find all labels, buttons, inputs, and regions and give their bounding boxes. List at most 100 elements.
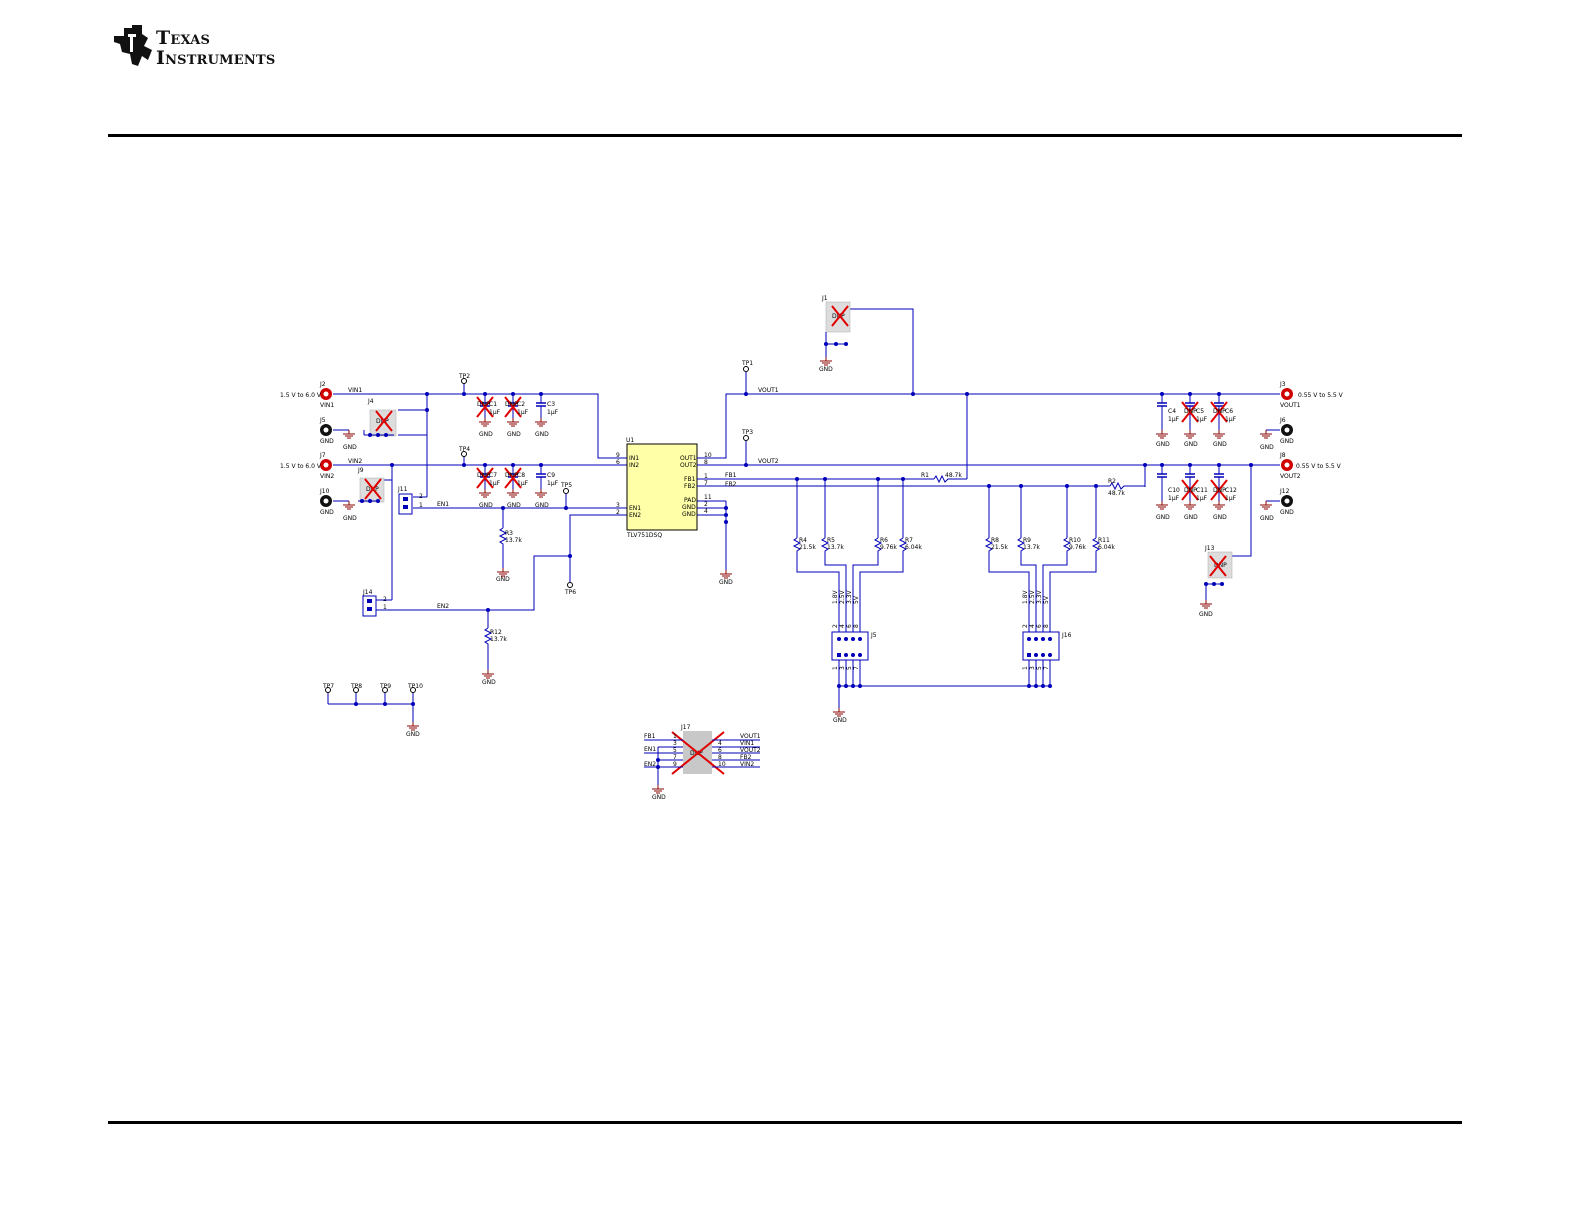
j7-connector-icon xyxy=(320,459,332,471)
svg-text:J1: J1 xyxy=(821,295,828,302)
c9-capacitor: C9 1µF GND xyxy=(534,466,559,509)
svg-text:C5: C5 xyxy=(1196,408,1204,415)
j8-net: VOUT2 xyxy=(1280,473,1301,480)
j8-connector-icon xyxy=(1281,459,1293,471)
svg-text:1µF: 1µF xyxy=(547,480,559,487)
svg-text:GND: GND xyxy=(535,431,549,438)
j10-gnd: GND xyxy=(320,509,334,516)
svg-text:GND: GND xyxy=(1184,514,1198,521)
svg-text:C6: C6 xyxy=(1225,408,1233,415)
tp2-label: TP2 xyxy=(458,373,470,380)
svg-text:6: 6 xyxy=(1036,624,1043,628)
j17-dnp-header: J17 DNP GND FB1 EN1 EN2 1 3 5 7 9 xyxy=(644,724,761,801)
svg-text:6.04k: 6.04k xyxy=(905,544,922,551)
j1-dnp-jumper: J1 DNP GND xyxy=(819,295,851,373)
svg-text:R10: R10 xyxy=(1069,537,1081,544)
j8-label: J8 xyxy=(1279,452,1286,459)
svg-text:FB1: FB1 xyxy=(725,472,737,479)
bottom-rule xyxy=(108,1121,1462,1124)
svg-text:VOUT2: VOUT2 xyxy=(740,747,761,754)
j12-label: J12 xyxy=(1279,488,1290,495)
tp1-label: TP1 xyxy=(741,360,753,367)
svg-text:1: 1 xyxy=(673,733,677,740)
svg-text:FB1: FB1 xyxy=(644,733,656,740)
svg-text:C10: C10 xyxy=(1168,487,1180,494)
svg-text:R8: R8 xyxy=(991,537,999,544)
svg-text:1: 1 xyxy=(832,666,839,670)
svg-text:GND: GND xyxy=(507,431,521,438)
svg-text:9.76k: 9.76k xyxy=(1069,544,1086,551)
svg-text:GND: GND xyxy=(833,717,847,724)
svg-text:IN1: IN1 xyxy=(629,455,639,462)
svg-text:R6: R6 xyxy=(880,537,888,544)
svg-text:9: 9 xyxy=(616,452,620,459)
svg-text:6: 6 xyxy=(846,624,853,628)
svg-text:TLV751DSQ: TLV751DSQ xyxy=(626,532,662,539)
svg-text:R1: R1 xyxy=(921,472,929,479)
svg-text:9.76k: 9.76k xyxy=(880,544,897,551)
brand-line2: Instruments xyxy=(156,47,276,69)
j3-range: 0.55 V to 5.5 V xyxy=(1298,392,1344,399)
top-rule xyxy=(108,134,1462,137)
svg-text:GND: GND xyxy=(819,366,833,373)
j10-connector-icon xyxy=(320,495,332,507)
svg-text:GND: GND xyxy=(496,576,510,583)
vout2-net: VOUT2 xyxy=(697,441,1280,557)
svg-text:TP8: TP8 xyxy=(350,683,362,690)
svg-text:GND: GND xyxy=(535,502,549,509)
j2-range: 1.5 V to 6.0 V xyxy=(280,392,322,399)
svg-text:8: 8 xyxy=(1043,624,1050,628)
r3-resistor: R3 13.7k GND xyxy=(496,527,522,583)
j9-dnp-jumper: J9 DNP xyxy=(357,467,385,503)
svg-text:4: 4 xyxy=(1029,624,1036,628)
svg-text:1: 1 xyxy=(383,604,387,611)
j2-net: VIN1 xyxy=(320,402,334,409)
svg-text:48.7k: 48.7k xyxy=(1108,490,1125,497)
svg-text:1µF: 1µF xyxy=(489,409,501,416)
brand-line1: Texas xyxy=(156,27,211,49)
svg-text:IN2: IN2 xyxy=(629,462,639,469)
svg-text:3.3V: 3.3V xyxy=(846,589,853,604)
svg-text:FB2: FB2 xyxy=(740,754,752,761)
svg-text:3: 3 xyxy=(673,740,677,747)
tp6-label: TP6 xyxy=(564,589,576,596)
svg-text:GND: GND xyxy=(1280,509,1294,516)
svg-text:J13: J13 xyxy=(1204,545,1215,552)
svg-text:VOUT1: VOUT1 xyxy=(758,387,779,394)
svg-text:DNP: DNP xyxy=(477,472,490,479)
svg-text:4: 4 xyxy=(718,740,722,747)
svg-text:DNP: DNP xyxy=(505,401,518,408)
svg-text:4: 4 xyxy=(839,624,846,628)
svg-text:3: 3 xyxy=(616,502,620,509)
svg-text:R9: R9 xyxy=(1023,537,1031,544)
svg-text:1µF: 1µF xyxy=(547,409,559,416)
c5-dnp-capacitor: DNP C5 1µF GND xyxy=(1181,395,1208,448)
vout1-net: VOUT1 xyxy=(697,308,1280,479)
j3-connector-icon xyxy=(1281,388,1293,400)
svg-text:1µF: 1µF xyxy=(1225,416,1237,423)
c10-capacitor: C10 1µF GND xyxy=(1155,466,1180,521)
svg-text:C4: C4 xyxy=(1168,408,1176,415)
j5-gnd: GND xyxy=(320,438,334,445)
svg-text:OUT1: OUT1 xyxy=(680,455,697,462)
svg-text:GND: GND xyxy=(482,679,496,686)
svg-text:5V: 5V xyxy=(853,595,860,604)
svg-text:TP9: TP9 xyxy=(379,683,391,690)
svg-text:GND: GND xyxy=(1213,514,1227,521)
vin2-net-label: VIN2 xyxy=(348,458,362,465)
svg-text:GND: GND xyxy=(479,431,493,438)
svg-text:GND: GND xyxy=(507,502,521,509)
svg-text:R12: R12 xyxy=(490,629,502,636)
svg-text:OUT2: OUT2 xyxy=(680,462,697,469)
svg-text:C2: C2 xyxy=(517,401,525,408)
svg-text:GND: GND xyxy=(1184,441,1198,448)
svg-text:C7: C7 xyxy=(489,472,497,479)
svg-text:EN2: EN2 xyxy=(644,761,656,768)
vin1-net xyxy=(333,383,627,459)
tp5-label: TP5 xyxy=(560,482,572,489)
svg-text:5: 5 xyxy=(846,666,853,670)
svg-text:DNP: DNP xyxy=(1213,408,1226,415)
svg-text:1µF: 1µF xyxy=(517,409,529,416)
j13-dnp-jumper: J13 DNP GND xyxy=(1199,545,1233,618)
